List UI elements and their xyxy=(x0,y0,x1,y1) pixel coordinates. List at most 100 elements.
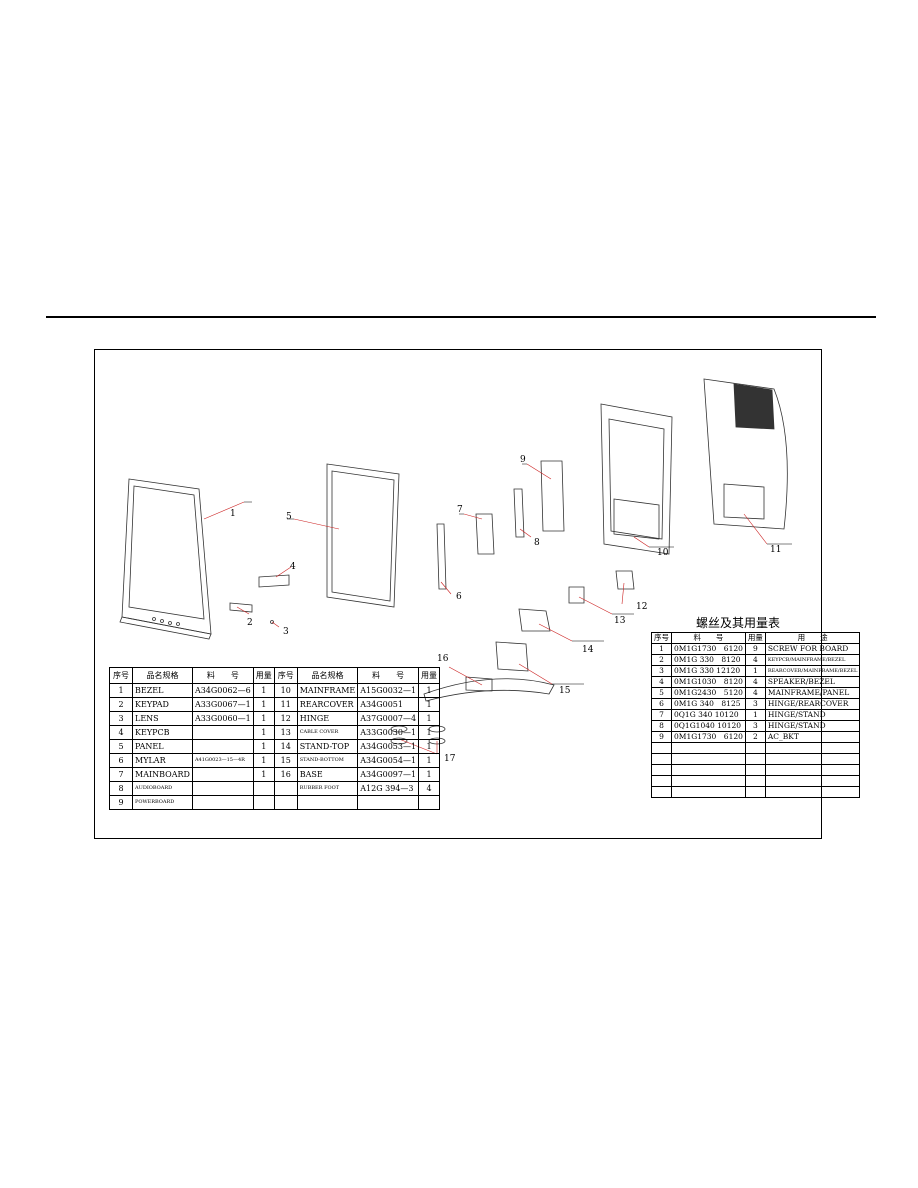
table-row: 2 KEYPAD A33G0067—1 1 11 REARCOVER A34G0… xyxy=(109,697,441,712)
cell xyxy=(651,753,672,765)
table-row xyxy=(651,786,861,798)
callout-6: 6 xyxy=(456,592,462,602)
callout-14: 14 xyxy=(582,645,594,655)
base-part xyxy=(423,676,555,702)
cell xyxy=(273,781,298,796)
cell xyxy=(671,742,746,754)
cell: STAND-TOP xyxy=(296,739,359,754)
cell xyxy=(671,775,746,787)
parts-list-table: 序号 品名规格 料 号 用量 序号 品名规格 料 号 用量 1 BEZEL A3… xyxy=(109,667,441,810)
header-cell: 料 号 xyxy=(671,632,746,644)
cell: 0M1G 330 8120 xyxy=(671,654,746,666)
cell xyxy=(191,795,254,810)
cell: KEYPAD xyxy=(132,697,193,712)
cell: KEYPCB xyxy=(132,725,193,740)
cell: SPEAKER/BEZEL xyxy=(764,676,861,688)
cell: 0M1G1730 6120 xyxy=(671,643,746,655)
cell xyxy=(273,795,298,810)
cell: 1 xyxy=(418,753,441,768)
cell xyxy=(296,795,359,810)
callout-7: 7 xyxy=(457,505,463,515)
cell: 4 xyxy=(418,781,441,796)
powerboard-part xyxy=(540,460,565,532)
cell: 4 xyxy=(109,725,133,740)
cell: A15G0032—1 xyxy=(357,683,420,698)
cell: 5 xyxy=(651,687,672,699)
cell: A34G0062—6 xyxy=(191,683,254,698)
cell xyxy=(651,775,672,787)
cell: 1 xyxy=(418,711,441,726)
cell: HINGE xyxy=(296,711,359,726)
cell: A34G0054—1 xyxy=(357,753,420,768)
header-cell: 序号 xyxy=(109,667,133,684)
cell: 2 xyxy=(109,697,133,712)
cell: 9 xyxy=(651,731,672,743)
cell: 1 xyxy=(252,753,275,768)
callout-15: 15 xyxy=(559,686,571,696)
cell: 1 xyxy=(744,665,766,677)
mylar-part xyxy=(436,523,447,590)
cell: 1 xyxy=(252,725,275,740)
cell: 1 xyxy=(109,683,133,698)
header-cell: 品名规格 xyxy=(296,667,359,684)
cell xyxy=(764,742,861,754)
cell: 3 xyxy=(744,720,766,732)
drawing-frame xyxy=(94,349,822,839)
cell: 4 xyxy=(744,654,766,666)
callout-4: 4 xyxy=(290,562,296,572)
mainboard-part xyxy=(475,513,495,555)
cell: 0M1G2430 5120 xyxy=(671,687,746,699)
cell: 1 xyxy=(252,711,275,726)
cell xyxy=(671,753,746,765)
cell: A34G0053—1 xyxy=(357,739,420,754)
table-row: 4 KEYPCB 1 13 CABLE COVER A33G0030—1 1 xyxy=(109,725,441,740)
cell xyxy=(744,742,766,754)
cell: 1 xyxy=(651,643,672,655)
stand-bottom-part xyxy=(495,641,529,672)
cell xyxy=(191,739,254,754)
cell: RUBBER FOOT xyxy=(296,781,359,796)
cell: 0M1G 340 8125 xyxy=(671,698,746,710)
cell: AC_BKT xyxy=(764,731,861,743)
cell: A12G 394—3 xyxy=(357,781,420,796)
cell: 1 xyxy=(418,683,441,698)
callout-17: 17 xyxy=(444,754,456,764)
cell: PANEL xyxy=(132,739,193,754)
parts-table-header: 序号 品名规格 料 号 用量 序号 品名规格 料 号 用量 xyxy=(109,667,441,684)
cell: 16 xyxy=(273,767,298,782)
header-cell: 用量 xyxy=(418,667,441,684)
cell: A33G0067—1 xyxy=(191,697,254,712)
callout-8: 8 xyxy=(534,538,540,548)
cell: 9 xyxy=(744,643,766,655)
cell: 1 xyxy=(744,709,766,721)
audioboard-part xyxy=(513,488,525,538)
callout-2: 2 xyxy=(247,618,253,628)
cell xyxy=(744,775,766,787)
cell: 11 xyxy=(273,697,298,712)
callout-5: 5 xyxy=(286,512,292,522)
cell xyxy=(744,764,766,776)
exploded-view-drawing: 1 2 3 4 5 6 7 8 9 10 11 12 13 14 15 16 1… xyxy=(119,378,792,764)
header-rule xyxy=(46,316,876,318)
panel-part xyxy=(326,463,400,608)
cell: 1 xyxy=(418,739,441,754)
cell: MYLAR xyxy=(132,753,193,768)
cell xyxy=(671,764,746,776)
cell: 1 xyxy=(252,697,275,712)
cell: 0Q1G1040 10120 xyxy=(671,720,746,732)
cell: 12 xyxy=(273,711,298,726)
table-row: 8 AUDIOBOARD RUBBER FOOT A12G 394—3 4 xyxy=(109,781,441,796)
table-row: 6 MYLAR A41G0023—15—4R 1 15 STAND-BOTTOM… xyxy=(109,753,441,768)
header-cell: 用量 xyxy=(252,667,275,684)
cell: 8 xyxy=(651,720,672,732)
callout-9: 9 xyxy=(520,455,526,465)
mainframe-part xyxy=(600,403,673,555)
cell: 2 xyxy=(744,731,766,743)
cell: REARCOVER/MAINFRAME/BEZEL xyxy=(764,665,861,677)
